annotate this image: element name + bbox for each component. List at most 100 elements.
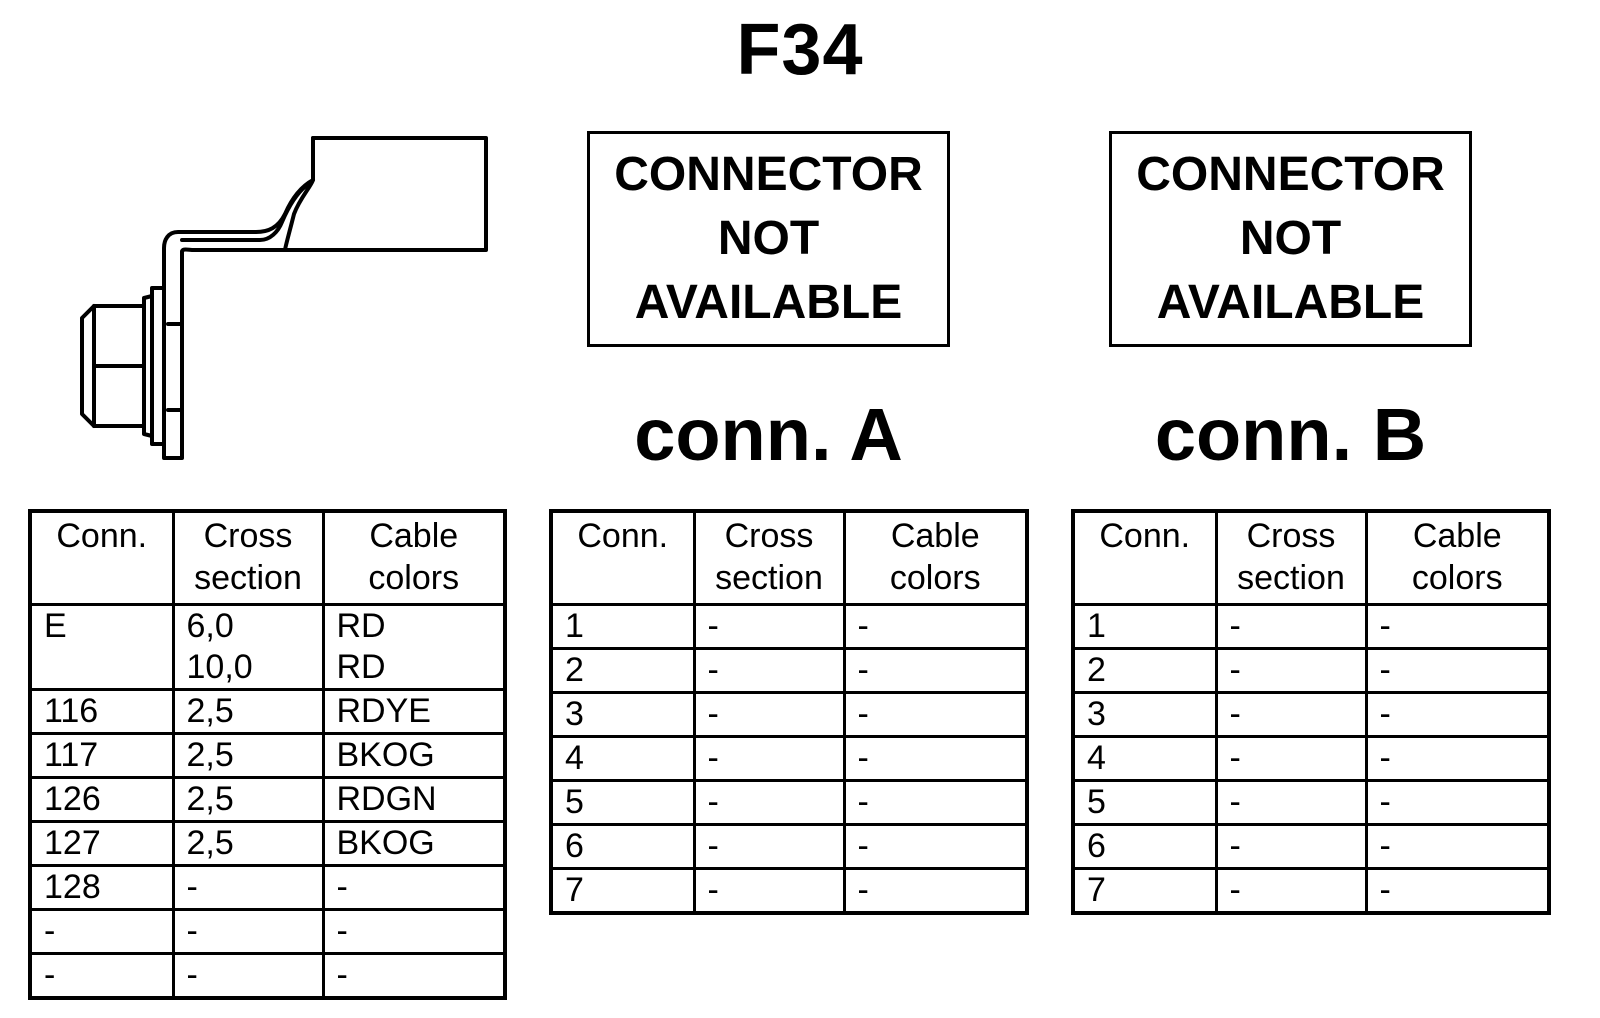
conn-cell: 128 [28, 864, 175, 911]
table-row: 4-- [549, 735, 1029, 782]
ring-terminal-drawing [80, 136, 488, 460]
conn-cell: 7 [549, 867, 696, 915]
cross-section-cell: 2,5 [171, 776, 325, 823]
table-row: - - - [28, 908, 507, 955]
cable-colors-cell: - [842, 779, 1029, 826]
cable-colors-cell: - [1364, 867, 1551, 915]
cross-section-cell: - [171, 952, 325, 1000]
cable-colors-cell: BKOG [321, 732, 507, 779]
cable-colors-cell: RDYE [321, 688, 507, 735]
conn-cell: 6 [549, 823, 696, 870]
connector-a-not-available-box: CONNECTOR NOT AVAILABLE [587, 131, 950, 347]
connector-a-label: conn. A [634, 393, 903, 476]
conn-cell: - [28, 908, 175, 955]
table-row: 126 2,5 RDGN [28, 776, 507, 823]
table-row: 2-- [549, 647, 1029, 694]
not-available-line2: NOT [1239, 212, 1342, 265]
cable-colors-cell: - [1364, 779, 1551, 826]
conn-cell: 7 [1071, 867, 1218, 915]
cable-colors-cell: - [321, 952, 507, 1000]
cable-colors-cell: - [842, 647, 1029, 694]
cable-colors-cell: - [1364, 647, 1551, 694]
not-available-line2: NOT [717, 212, 820, 265]
cable-colors-cell: - [842, 867, 1029, 915]
table-row: 1-- [549, 603, 1029, 650]
cross-section-cell: - [1214, 867, 1368, 915]
cable-colors-cell: - [842, 603, 1029, 650]
cross-section-cell: - [1214, 603, 1368, 650]
cable-colors-cell: - [1364, 691, 1551, 738]
cable-colors-cell: - [1364, 823, 1551, 870]
conn-cell: E [28, 603, 175, 691]
table-row: 128 - - [28, 864, 507, 911]
conn-cell: 117 [28, 732, 175, 779]
cross-section-cell: 2,5 [171, 732, 325, 779]
conn-cell: 5 [1071, 779, 1218, 826]
header-conn: Conn. [1071, 509, 1218, 606]
conn-cell: 1 [1071, 603, 1218, 650]
diagram-title: F34 [736, 10, 864, 90]
table-row: - - - [28, 952, 507, 1000]
conn-cell: 126 [28, 776, 175, 823]
cross-section-cell: - [692, 735, 846, 782]
table-row: 127 2,5 BKOG [28, 820, 507, 867]
conn-cell: 1 [549, 603, 696, 650]
cable-colors-cell: - [842, 735, 1029, 782]
cable-colors-cell: - [1364, 603, 1551, 650]
cable-colors-cell: - [842, 823, 1029, 870]
table-row: 116 2,5 RDYE [28, 688, 507, 735]
conn-cell: 3 [549, 691, 696, 738]
cross-section-cell: - [1214, 647, 1368, 694]
not-available-line3: AVAILABLE [1156, 276, 1425, 329]
cable-colors-cell: BKOG [321, 820, 507, 867]
conn-cell: 127 [28, 820, 175, 867]
cross-section-cell: - [692, 779, 846, 826]
table-row: 7-- [1071, 867, 1551, 915]
table-row: 1-- [1071, 603, 1551, 650]
conn-cell: 4 [549, 735, 696, 782]
header-conn: Conn. [549, 509, 696, 606]
not-available-line1: CONNECTOR [614, 148, 923, 201]
cable-colors-cell: - [321, 908, 507, 955]
cable-colors-cell: - [842, 691, 1029, 738]
cross-section-cell: - [1214, 735, 1368, 782]
conn-cell: 5 [549, 779, 696, 826]
not-available-line1: CONNECTOR [1136, 148, 1445, 201]
conn-cell: 3 [1071, 691, 1218, 738]
table-row: 117 2,5 BKOG [28, 732, 507, 779]
cross-section-cell: - [692, 823, 846, 870]
cross-section-cell: - [1214, 823, 1368, 870]
connector-b-label: conn. B [1154, 393, 1427, 476]
table-row: 2-- [1071, 647, 1551, 694]
cross-section-cell: - [692, 867, 846, 915]
cable-colors-cell: RDGN [321, 776, 507, 823]
cross-section-cell: - [1214, 691, 1368, 738]
cross-section-cell: - [692, 603, 846, 650]
cross-section-cell: - [1214, 779, 1368, 826]
conn-cell: 2 [1071, 647, 1218, 694]
conn-cell: 116 [28, 688, 175, 735]
cross-section-cell: - [692, 647, 846, 694]
cross-section-cell: 2,5 [171, 688, 325, 735]
cross-section-cell: 2,5 [171, 820, 325, 867]
table-row: 6-- [549, 823, 1029, 870]
table-row: 5-- [1071, 779, 1551, 826]
conn-cell: 4 [1071, 735, 1218, 782]
table-row: 5-- [549, 779, 1029, 826]
table-row: 3-- [549, 691, 1029, 738]
cross-section-cell: - [171, 908, 325, 955]
cable-colors-cell: - [1364, 735, 1551, 782]
conn-cell: - [28, 952, 175, 1000]
